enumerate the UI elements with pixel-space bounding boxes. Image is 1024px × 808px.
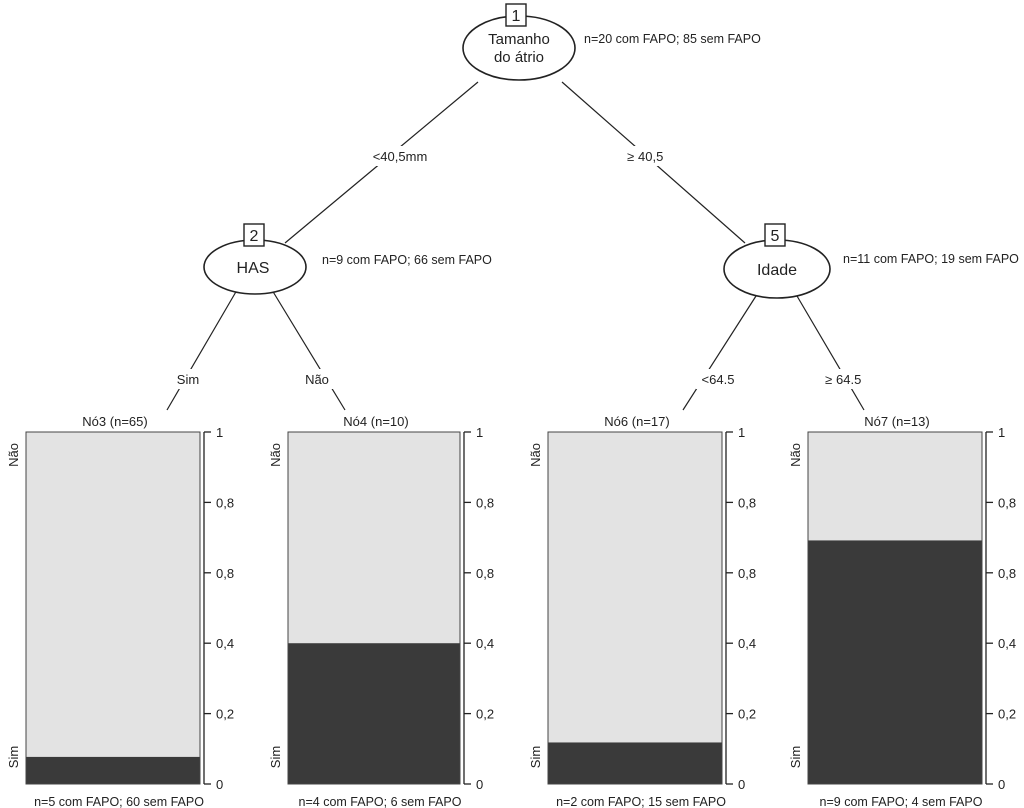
panel-footer-stats: n=9 com FAPO; 4 sem FAPO [820,795,983,808]
node-1-stats: n=20 com FAPO; 85 sem FAPO [584,32,761,46]
node-1-label-line-1: Tamanho [488,31,550,48]
side-label-nao: Não [788,443,803,467]
side-label-sim: Sim [6,746,21,768]
edge-has-nao [271,289,346,411]
node-2-id: 2 [250,228,259,245]
node-5-stats: n=11 com FAPO; 19 sem FAPO [843,252,1019,266]
panel-no3: 0 0,2 0,4 0,8 0,8 1 Nó3 (n=65) n=5 com FAPO; 60… [6,414,234,808]
node-2-has: 2 HAS n=9 com FAPO; 66 sem FAPO [203,223,492,295]
svg-text:<64.5: <64.5 [702,372,735,387]
y-tick-label: 0,8 [216,495,234,510]
side-label-nao: Não [268,443,283,467]
y-tick-label: 0,2 [998,707,1016,722]
node-2-label: HAS [237,260,270,277]
y-tick-label: 0,4 [738,636,756,651]
panel-no4: 0 0,2 0,4 0,8 0,8 1 Nó4 (n=10) n=4 com FAPO; 6 … [268,414,494,808]
y-tick-label: 0,2 [476,707,494,722]
panel-footer-stats: n=5 com FAPO; 60 sem FAPO [34,795,204,808]
y-tick-label: 0,2 [738,707,756,722]
edge-idade-left [682,295,757,411]
side-label-sim: Sim [788,746,803,768]
svg-text:≥: ≥ [627,149,634,164]
y-tick-label: 0,8 [738,566,756,581]
panel-footer-stats: n=2 com FAPO; 15 sem FAPO [556,795,726,808]
y-tick-label: 0,4 [998,636,1016,651]
panel-footer-stats: n=4 com FAPO; 6 sem FAPO [299,795,462,808]
bar-segment-sim [808,540,982,784]
y-tick-label: 0 [738,777,745,792]
y-tick-label: 0,8 [216,566,234,581]
node-1-id: 1 [512,8,521,25]
y-tick-label: 0 [476,777,483,792]
svg-text:Não: Não [305,372,329,387]
y-tick-label: 1 [998,425,1005,440]
panel-title: Nó6 (n=17) [604,414,669,429]
edge-label-has-nao: Não [299,369,335,389]
panel-frame [547,431,723,785]
y-tick-label: 0,4 [476,636,494,651]
svg-text:40,5: 40,5 [638,149,663,164]
edge-label-idade-right: ≥ 64.5 [822,369,864,389]
y-tick-label: 1 [216,425,223,440]
node-2-stats: n=9 com FAPO; 66 sem FAPO [322,253,492,267]
panel-frame [25,431,201,785]
edge-label-root-right: ≥ 40,5 [624,146,672,166]
panel-title: Nó7 (n=13) [864,414,929,429]
side-label-nao: Não [6,443,21,467]
node-1-label-line-2: do átrio [494,49,544,66]
svg-text:<40,5mm: <40,5mm [373,149,428,164]
edge-label-idade-left: <64.5 [696,369,740,389]
y-tick-label: 0,8 [998,566,1016,581]
panel-frame [807,431,983,785]
y-tick-label: 1 [738,425,745,440]
node-5-label: Idade [757,262,797,279]
svg-text:Sim: Sim [177,372,199,387]
y-tick-label: 0,8 [998,495,1016,510]
y-tick-label: 0 [216,777,223,792]
bar-segment-nao [288,432,460,644]
panel-title: Nó4 (n=10) [343,414,408,429]
panel-no6: 0 0,2 0,4 0,8 0,8 1 Nó6 (n=17) n=2 com FAPO; 15… [528,414,756,808]
bar-segment-nao [548,432,722,743]
y-tick-label: 0,2 [216,707,234,722]
panel-frame [287,431,461,785]
edge-has-sim [166,289,238,411]
y-tick-label: 0,8 [738,495,756,510]
bar-segment-sim [26,756,200,784]
terminal-node-panels: 0 0,2 0,4 0,8 0,8 1 Nó3 (n=65) n=5 com FAPO; 60… [6,414,1016,808]
y-tick-label: 0,8 [476,495,494,510]
bar-segment-sim [548,742,722,784]
side-label-sim: Sim [528,746,543,768]
y-tick-label: 0,8 [476,566,494,581]
side-label-sim: Sim [268,746,283,768]
bar-segment-nao [26,432,200,757]
y-tick-label: 0,4 [216,636,234,651]
y-tick-label: 1 [476,425,483,440]
node-5-id: 5 [771,228,780,245]
svg-text:≥: ≥ [825,372,832,387]
bar-segment-nao [808,432,982,541]
edge-label-has-sim: Sim [170,369,206,389]
side-label-nao: Não [528,443,543,467]
y-tick-label: 0 [998,777,1005,792]
panel-title: Nó3 (n=65) [82,414,147,429]
panel-no7: 0 0,2 0,4 0,8 0,8 1 Nó7 (n=13) n=9 com FAPO; 4 … [788,414,1016,808]
svg-text:64.5: 64.5 [836,372,861,387]
node-1-tamanho-do-atrio: 1 Tamanho do átrio n=20 com FAPO; 85 sem… [462,3,761,81]
node-5-idade: 5 Idade n=11 com FAPO; 19 sem FAPO [723,223,1019,299]
edge-idade-right [796,295,865,411]
bar-segment-sim [288,643,460,784]
edge-label-root-left: <40,5mm [366,146,434,166]
